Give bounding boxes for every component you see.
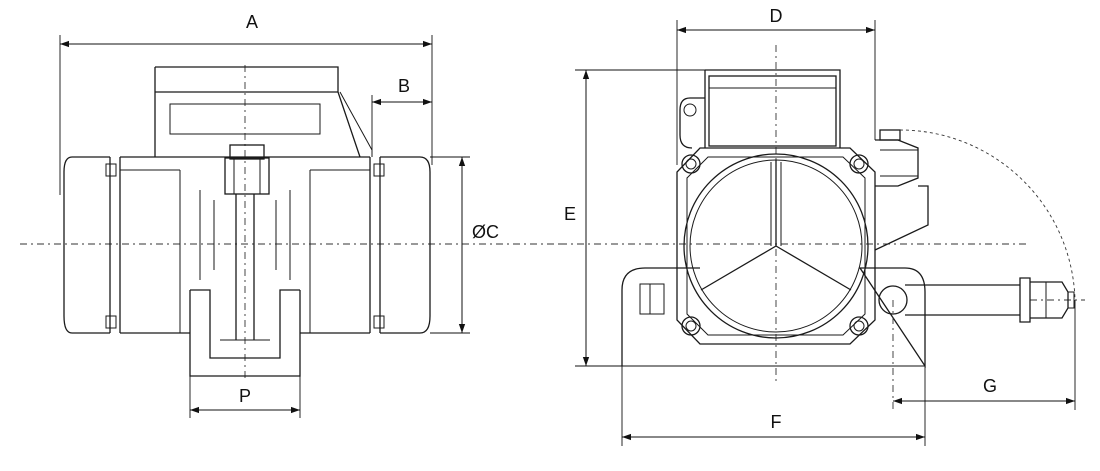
dimension-F: F (621, 366, 926, 446)
dimension-P: P (189, 376, 301, 418)
dimension-C: ØC (430, 156, 499, 334)
dimension-G: G (892, 300, 1076, 410)
label-F: F (771, 412, 782, 432)
dimension-E: E (564, 69, 705, 367)
dimension-A: A (59, 12, 433, 195)
label-P: P (239, 386, 251, 406)
label-E: E (564, 204, 576, 224)
front-view (560, 45, 1085, 385)
dimension-D: D (676, 6, 876, 165)
dimension-B: B (371, 76, 432, 150)
label-C: ØC (472, 222, 499, 242)
label-A: A (246, 12, 258, 32)
label-G: G (983, 376, 997, 396)
side-view (20, 65, 560, 380)
label-B: B (398, 76, 410, 96)
label-D: D (770, 6, 783, 26)
